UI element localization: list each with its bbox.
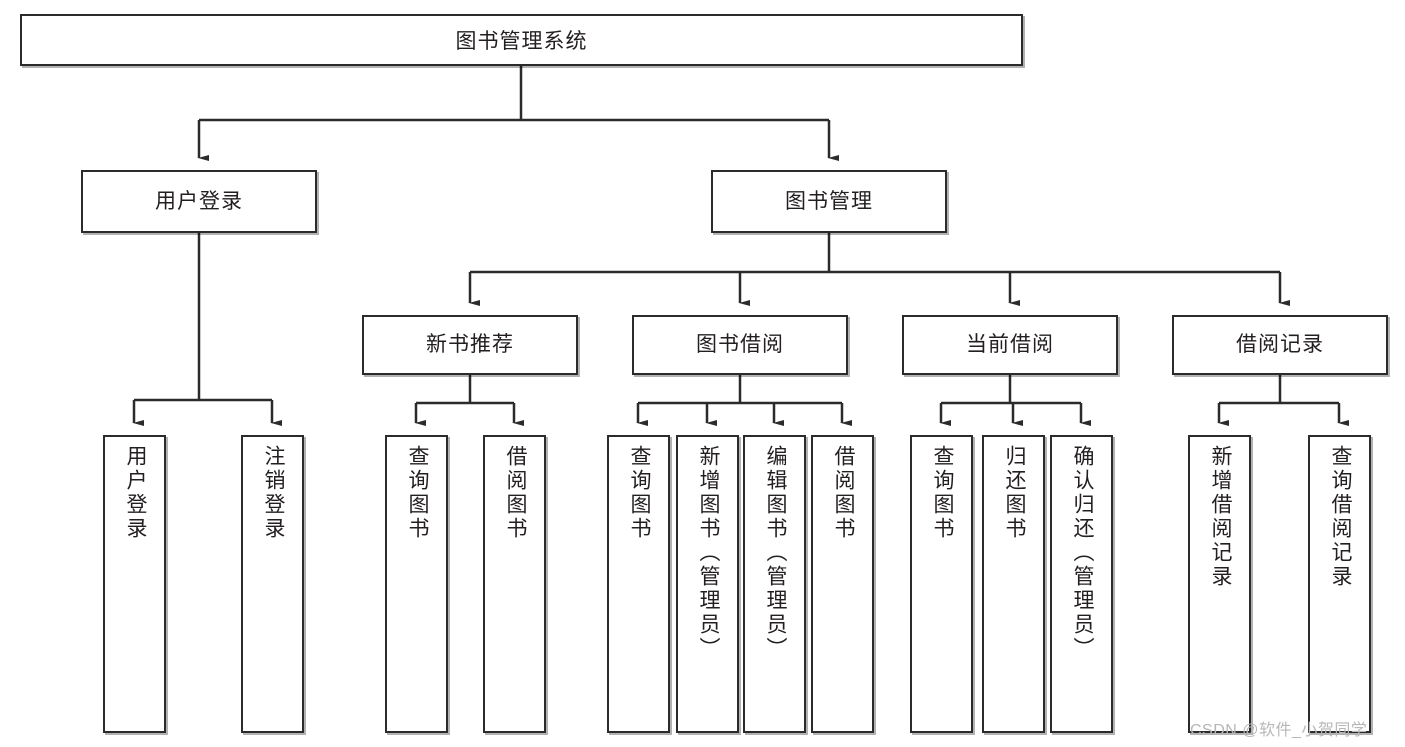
leaf-query-borrow-record[interactable]: 查询借阅记录 <box>1308 435 1371 733</box>
node-book-management-label: 图书管理 <box>785 189 873 213</box>
leaf-add-book-admin-label: 新增图书（管理员） <box>696 445 720 661</box>
node-book-borrow-label: 图书借阅 <box>696 333 784 357</box>
leaf-add-borrow-record[interactable]: 新增借阅记录 <box>1188 435 1251 733</box>
leaf-query-book-borrow-label: 查询图书 <box>627 445 651 541</box>
leaf-borrow-book-recommend[interactable]: 借阅图书 <box>483 435 546 733</box>
leaf-add-borrow-record-label: 新增借阅记录 <box>1208 445 1232 589</box>
node-user-login[interactable]: 用户登录 <box>81 170 317 233</box>
leaf-logout-login-label: 注销登录 <box>261 445 285 541</box>
leaf-confirm-return-admin[interactable]: 确认归还（管理员） <box>1050 435 1113 733</box>
leaf-edit-book-admin[interactable]: 编辑图书（管理员） <box>743 435 806 733</box>
node-borrow-record-label: 借阅记录 <box>1236 333 1324 357</box>
leaf-query-book-borrow[interactable]: 查询图书 <box>607 435 670 733</box>
node-current-borrow[interactable]: 当前借阅 <box>902 315 1118 375</box>
node-root-label: 图书管理系统 <box>455 30 588 53</box>
leaf-borrow-book[interactable]: 借阅图书 <box>811 435 874 733</box>
leaf-user-login[interactable]: 用户登录 <box>103 435 166 733</box>
leaf-edit-book-admin-label: 编辑图书（管理员） <box>763 445 787 661</box>
node-user-login-label: 用户登录 <box>155 189 243 213</box>
leaf-borrow-book-recommend-label: 借阅图书 <box>503 445 527 541</box>
leaf-query-book-recommend-label: 查询图书 <box>405 445 429 541</box>
leaf-query-borrow-record-label: 查询借阅记录 <box>1328 445 1352 589</box>
leaf-confirm-return-admin-label: 确认归还（管理员） <box>1070 445 1094 661</box>
leaf-add-book-admin[interactable]: 新增图书（管理员） <box>676 435 739 733</box>
leaf-logout-login[interactable]: 注销登录 <box>241 435 304 733</box>
node-book-borrow[interactable]: 图书借阅 <box>632 315 848 375</box>
leaf-return-book-label: 归还图书 <box>1002 445 1026 541</box>
leaf-return-book[interactable]: 归还图书 <box>982 435 1045 733</box>
node-root[interactable]: 图书管理系统 <box>20 14 1023 66</box>
node-book-management[interactable]: 图书管理 <box>711 170 947 233</box>
leaf-borrow-book-label: 借阅图书 <box>831 445 855 541</box>
leaf-query-book-current[interactable]: 查询图书 <box>910 435 973 733</box>
leaf-query-book-recommend[interactable]: 查询图书 <box>385 435 448 733</box>
leaf-user-login-label: 用户登录 <box>123 445 147 541</box>
node-new-book-recommendation-label: 新书推荐 <box>426 333 514 357</box>
leaf-query-book-current-label: 查询图书 <box>930 445 954 541</box>
node-new-book-recommendation[interactable]: 新书推荐 <box>362 315 578 375</box>
node-borrow-record[interactable]: 借阅记录 <box>1172 315 1388 375</box>
node-current-borrow-label: 当前借阅 <box>966 333 1054 357</box>
watermark: CSDN @软件_小贺同学 <box>1190 722 1368 739</box>
